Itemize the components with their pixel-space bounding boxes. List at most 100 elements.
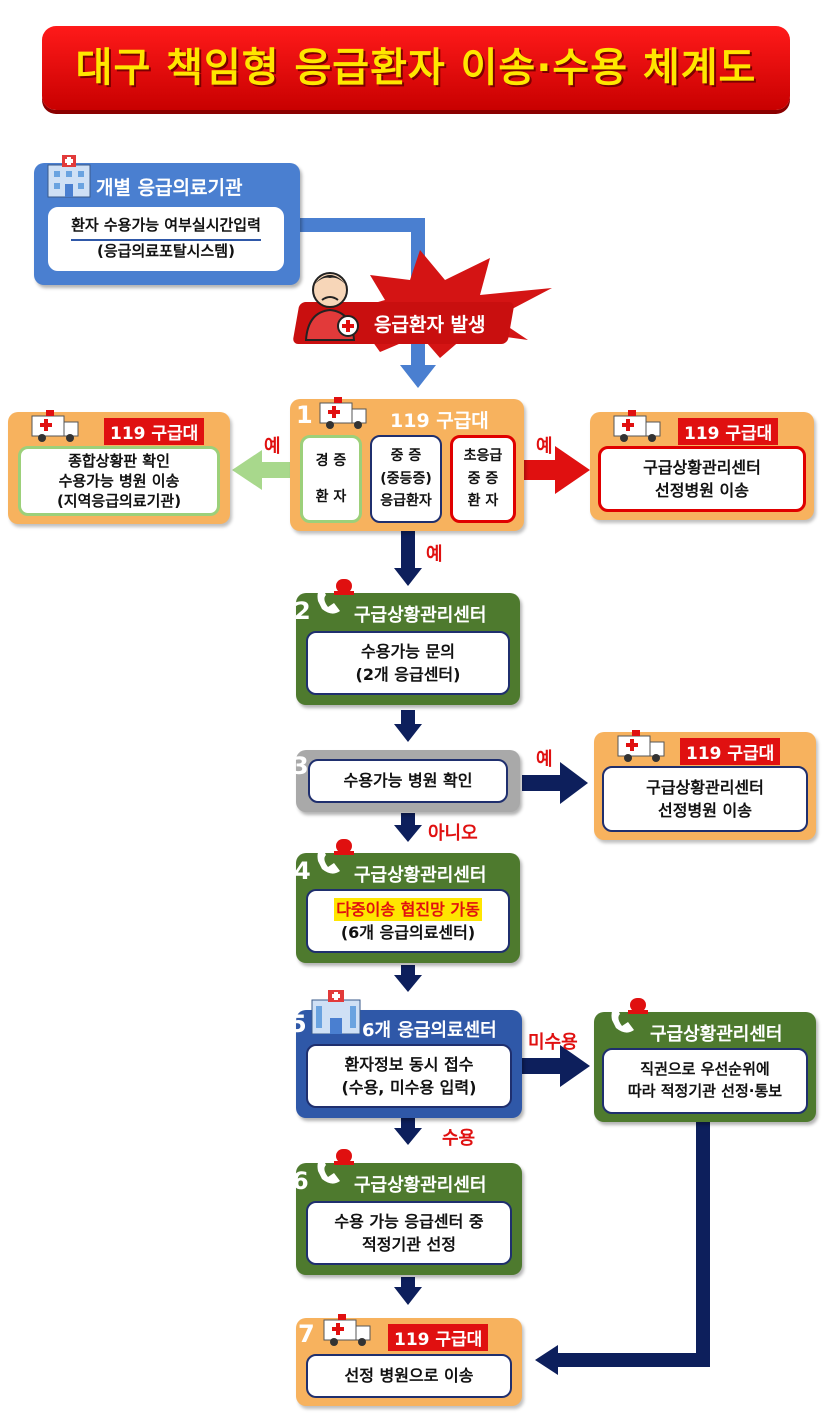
step3-number: 3 bbox=[292, 752, 309, 780]
ambulance-icon bbox=[323, 1314, 371, 1346]
step5-reject-arrow bbox=[522, 1045, 590, 1087]
left-badge: 119 구급대 bbox=[104, 418, 205, 445]
right-yes-label: 예 bbox=[536, 436, 553, 457]
ambulance-icon bbox=[31, 410, 79, 442]
left-yes-label: 예 bbox=[264, 436, 281, 457]
hospital-icon bbox=[311, 990, 361, 1034]
step1-cell-critical: 초응급 중 증 환 자 bbox=[450, 435, 516, 523]
step2-content: 수용가능 문의 (2개 응급센터) bbox=[306, 631, 510, 695]
step1-header: 119 구급대 bbox=[390, 410, 489, 432]
hospital-arrowhead bbox=[400, 365, 436, 388]
step3-content: 수용가능 병원 확인 bbox=[308, 759, 508, 803]
mild-bottom: 환 자 bbox=[315, 489, 347, 505]
right3-line2: 선정병원 이송 bbox=[658, 801, 752, 820]
left-line1: 종합상황판 확인 bbox=[68, 451, 170, 470]
return-arrowhead bbox=[535, 1345, 558, 1375]
phone-siren-icon bbox=[611, 998, 648, 1033]
ambulance-icon bbox=[613, 410, 661, 442]
right3-badge: 119 구급대 bbox=[680, 738, 781, 765]
right-panel-1: 119 구급대 구급상황관리센터 선정병원 이송 bbox=[590, 410, 814, 520]
step5-reject-label: 미수용 bbox=[528, 1032, 578, 1053]
step3-panel: 3 수용가능 병원 확인 bbox=[292, 750, 520, 812]
step4-line2: (6개 응급의료센터) bbox=[340, 923, 476, 942]
event-label: 응급환자 발생 bbox=[374, 314, 486, 336]
left-arrow bbox=[232, 450, 298, 490]
right1-line1: 구급상황관리센터 bbox=[643, 457, 761, 477]
step2-header: 구급상황관리센터 bbox=[354, 605, 487, 626]
step4-number: 4 bbox=[294, 857, 311, 885]
step7-panel: 7 119 구급대 선정 병원으로 이송 bbox=[296, 1314, 522, 1406]
hospital-line1: 환자 수용가능 여부실시간입력 bbox=[71, 215, 261, 241]
step4-header: 구급상황관리센터 bbox=[354, 865, 487, 886]
step2-line2: (2개 응급센터) bbox=[355, 665, 461, 684]
step1-cell-severe: 중 증 (중등증) 응급환자 bbox=[370, 435, 442, 523]
return-line bbox=[555, 1120, 710, 1367]
step3-yes-label: 예 bbox=[536, 749, 553, 770]
step1-number: 1 bbox=[296, 401, 313, 429]
hospital-line2: (응급의료포탈시스템) bbox=[97, 242, 235, 260]
step2-line1: 수용가능 문의 bbox=[361, 641, 455, 661]
step4-content: 다중이송 협진망 가동 (6개 응급의료센터) bbox=[306, 889, 510, 953]
right1-line2: 선정병원 이송 bbox=[655, 481, 749, 500]
step4-highlight: 다중이송 협진망 가동 bbox=[334, 897, 482, 921]
severe-bottom: 응급환자 bbox=[380, 493, 432, 510]
step6-line1: 수용 가능 응급센터 중 bbox=[334, 1211, 484, 1231]
critical-top: 초응급 bbox=[463, 448, 503, 465]
left-panel: 119 구급대 종합상황판 확인 수용가능 병원 이송 (지역응급의료기관) bbox=[8, 410, 230, 524]
step1-cell-mild: 경 증 환 자 bbox=[300, 435, 362, 523]
right5-header: 구급상황관리센터 bbox=[650, 1024, 783, 1045]
patient-icon bbox=[304, 272, 359, 341]
severe-middle: (중등증) bbox=[380, 470, 432, 487]
page-title: 대구 책임형 응급환자 이송·수용 체계도 bbox=[42, 26, 790, 110]
hospital-icon bbox=[47, 155, 91, 198]
step6-content: 수용 가능 응급센터 중 적정기관 선정 bbox=[306, 1201, 512, 1265]
hospital-content: 환자 수용가능 여부실시간입력 (응급의료포탈시스템) bbox=[48, 207, 284, 271]
step5-accept-label: 수용 bbox=[442, 1128, 476, 1149]
left-line2: 수용가능 병원 이송 bbox=[58, 471, 180, 490]
step5-panel: 5 6개 응급의료센터 환자정보 동시 접수 (수용, 미수용 입력) bbox=[290, 990, 522, 1118]
right-panel-3: 119 구급대 구급상황관리센터 선정병원 이송 bbox=[594, 730, 816, 840]
phone-siren-icon bbox=[317, 1149, 354, 1184]
right5-content: 직권으로 우선순위에 따라 적정기관 선정·통보 bbox=[602, 1048, 808, 1114]
step1-yes-label: 예 bbox=[426, 544, 443, 565]
step7-text: 선정 병원으로 이송 bbox=[344, 1366, 474, 1386]
step5-line1: 환자정보 동시 접수 bbox=[344, 1054, 474, 1074]
right1-content: 구급상황관리센터 선정병원 이송 bbox=[598, 446, 806, 512]
right3-content: 구급상황관리센터 선정병원 이송 bbox=[602, 766, 808, 832]
critical-middle: 중 증 bbox=[467, 470, 499, 487]
critical-bottom: 환 자 bbox=[467, 493, 499, 510]
phone-siren-icon bbox=[317, 579, 354, 614]
step4-panel: 4 구급상황관리센터 다중이송 협진망 가동 (6개 응급의료센터) bbox=[294, 839, 520, 963]
step3-yes-arrow bbox=[522, 762, 588, 804]
step2-number: 2 bbox=[294, 597, 311, 625]
step1-panel: 1 119 구급대 경 증 환 자 중 증 (중등증) 응급환자 초응급 중 증… bbox=[290, 397, 524, 531]
mild-top: 경 증 bbox=[315, 452, 347, 469]
step2-panel: 2 구급상황관리센터 수용가능 문의 (2개 응급센터) bbox=[294, 579, 520, 705]
right-panel-5: 구급상황관리센터 직권으로 우선순위에 따라 적정기관 선정·통보 bbox=[594, 998, 816, 1122]
left-line3: (지역응급의료기관) bbox=[56, 492, 182, 511]
step5-content: 환자정보 동시 접수 (수용, 미수용 입력) bbox=[306, 1044, 512, 1108]
ambulance-icon bbox=[319, 397, 367, 429]
step6-header: 구급상황관리센터 bbox=[354, 1175, 487, 1196]
step6-number: 6 bbox=[292, 1167, 309, 1195]
step6-line2: 적정기관 선정 bbox=[362, 1235, 456, 1254]
step5-line2: (수용, 미수용 입력) bbox=[341, 1078, 477, 1097]
step3-text: 수용가능 병원 확인 bbox=[343, 771, 473, 791]
hospital-header: 개별 응급의료기관 bbox=[96, 177, 243, 199]
right-arrow-red bbox=[518, 446, 590, 494]
severe-top: 중 증 bbox=[390, 448, 422, 465]
ambulance-icon bbox=[617, 730, 665, 762]
right1-badge: 119 구급대 bbox=[678, 418, 779, 445]
step6-panel: 6 구급상황관리센터 수용 가능 응급센터 중 적정기관 선정 bbox=[292, 1149, 522, 1275]
step7-header: 119 구급대 bbox=[388, 1324, 489, 1351]
right5-line1: 직권으로 우선순위에 bbox=[640, 1060, 770, 1079]
step7-content: 선정 병원으로 이송 bbox=[306, 1354, 512, 1398]
step5-number: 5 bbox=[290, 1010, 307, 1038]
right5-line2: 따라 적정기관 선정·통보 bbox=[627, 1082, 783, 1100]
step3-no-label: 아니오 bbox=[428, 823, 478, 844]
phone-siren-icon bbox=[317, 839, 354, 874]
left-content: 종합상황판 확인 수용가능 병원 이송 (지역응급의료기관) bbox=[18, 446, 220, 516]
right3-line1: 구급상황관리센터 bbox=[646, 777, 764, 797]
step7-number: 7 bbox=[298, 1320, 315, 1348]
